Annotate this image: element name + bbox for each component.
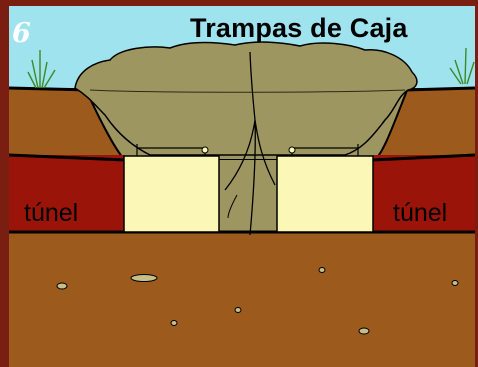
trap-box-right — [276, 155, 374, 233]
pebble — [318, 267, 326, 273]
pebble — [234, 307, 242, 313]
pebble — [451, 280, 459, 286]
grass-tuft-left-icon — [27, 50, 56, 89]
center-stake — [224, 51, 276, 236]
pebble — [56, 282, 68, 290]
tunnel-right-band — [373, 155, 475, 232]
pebble — [170, 320, 178, 326]
tunnel-right-top-line — [372, 153, 476, 162]
trap-box-left — [123, 155, 220, 233]
trigger-rod-right-icon — [288, 144, 359, 156]
pebbles — [56, 267, 459, 335]
tunnel-left-top-line — [8, 153, 126, 162]
grass-tuft-right-icon — [449, 47, 475, 85]
pebble — [358, 327, 370, 335]
tunnel-label-right: túnel — [393, 199, 448, 227]
tunnel-label-left: túnel — [24, 199, 79, 227]
pebble — [130, 274, 158, 282]
trigger-rod-left-icon — [136, 144, 209, 156]
crack-detail — [227, 194, 238, 219]
cover-edge-line — [89, 89, 406, 93]
panel-number: 6 — [12, 18, 31, 49]
diagram-title: Trampas de Caja — [190, 13, 408, 43]
leaf-cover-mound — [74, 41, 418, 156]
tunnel-left-band — [9, 155, 125, 232]
